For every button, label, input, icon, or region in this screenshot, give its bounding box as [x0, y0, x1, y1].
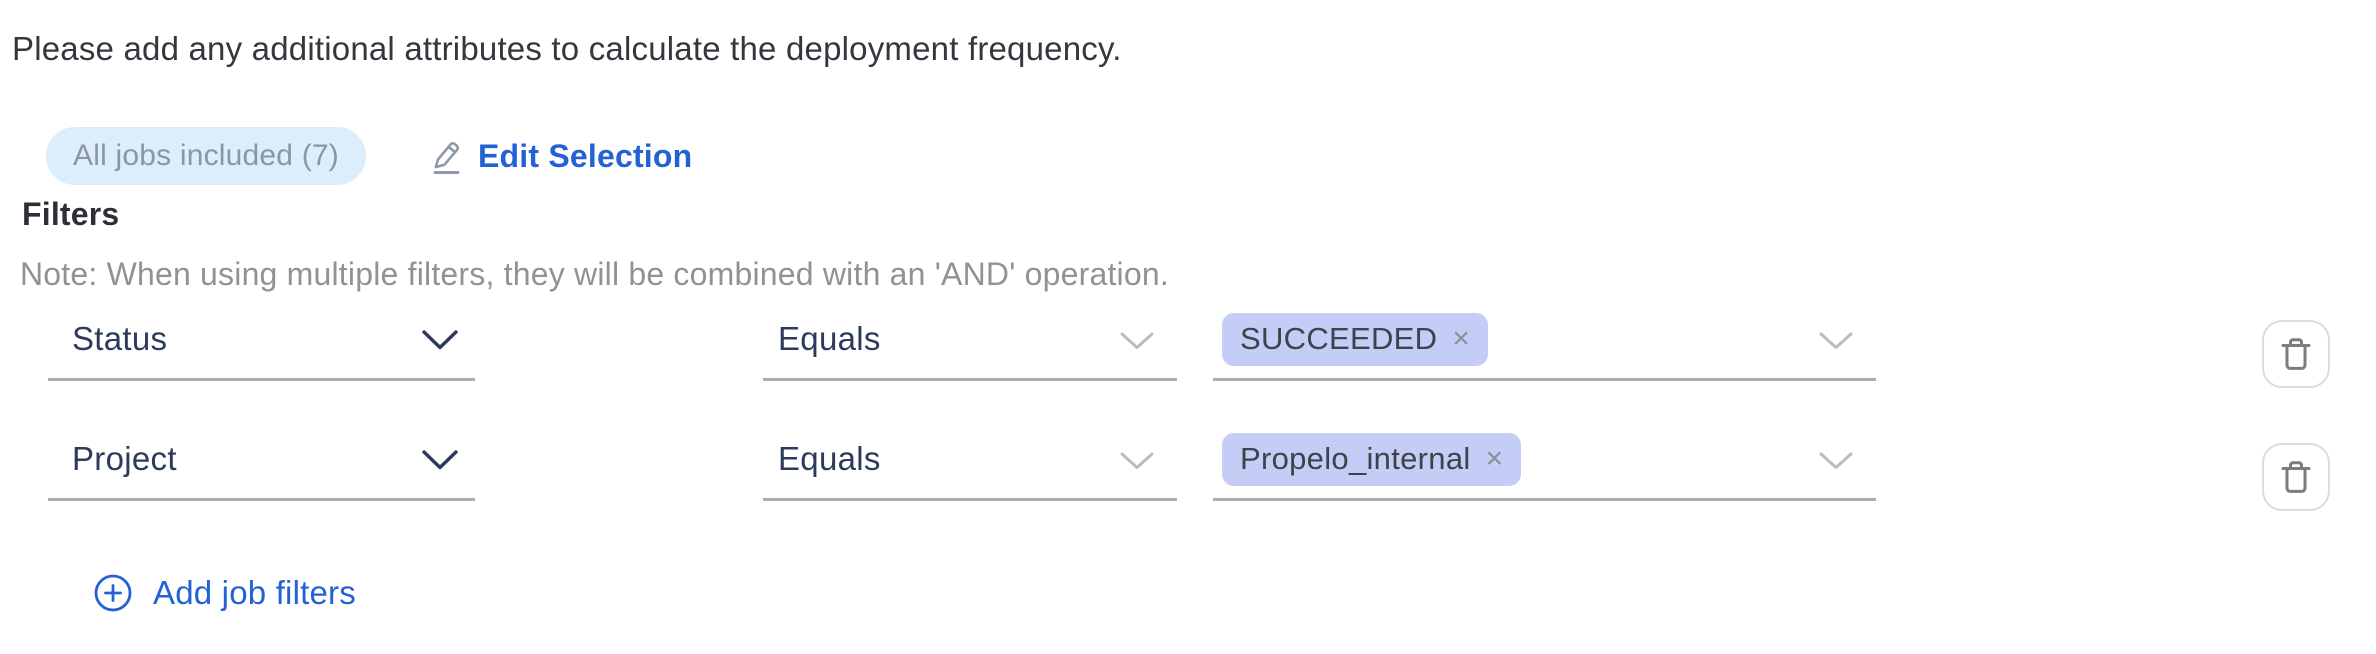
chevron-down-icon	[1818, 331, 1854, 356]
filter-row2-value-tag-label: Propelo_internal	[1240, 441, 1471, 476]
chevron-down-icon	[1119, 451, 1155, 476]
page-instruction: Please add any additional attributes to …	[12, 30, 1122, 67]
plus-circle-icon	[93, 573, 133, 613]
filter-row2-attribute-select[interactable]: Project	[48, 420, 475, 501]
edit-icon	[428, 137, 464, 175]
chevron-down-icon	[421, 449, 459, 476]
edit-selection-button[interactable]: Edit Selection	[428, 127, 692, 185]
jobs-included-badge-label: All jobs included (7)	[73, 139, 339, 172]
filter-row2-operator-value: Equals	[778, 440, 881, 477]
filter-row1-values-select[interactable]: SUCCEEDED ×	[1213, 300, 1876, 381]
remove-tag-icon[interactable]: ×	[1452, 322, 1470, 355]
chevron-down-icon	[1119, 331, 1155, 356]
chevron-down-icon	[1818, 451, 1854, 476]
filter-row1-operator-select[interactable]: Equals	[763, 300, 1177, 381]
filter-row1-value-tag: SUCCEEDED ×	[1222, 312, 1488, 366]
delete-filter-row1-button[interactable]	[2262, 320, 2330, 388]
chevron-down-icon	[421, 329, 459, 356]
add-job-filters-button[interactable]: Add job filters	[93, 570, 356, 616]
filter-row2-attribute-value: Project	[72, 440, 177, 477]
filter-row2-values-select[interactable]: Propelo_internal ×	[1213, 420, 1876, 501]
filter-row1-attribute-value: Status	[72, 320, 168, 357]
edit-selection-label: Edit Selection	[478, 137, 693, 174]
filters-title: Filters	[22, 196, 120, 232]
remove-tag-icon[interactable]: ×	[1485, 442, 1504, 475]
filter-row2-value-tag: Propelo_internal ×	[1222, 432, 1522, 486]
jobs-included-badge: All jobs included (7)	[46, 127, 366, 185]
trash-icon	[2279, 335, 2313, 373]
filter-row1-attribute-select[interactable]: Status	[48, 300, 475, 381]
filter-row1-value-tag-label: SUCCEEDED	[1240, 321, 1438, 356]
trash-icon	[2279, 458, 2313, 496]
filters-note: Note: When using multiple filters, they …	[20, 256, 1169, 292]
add-job-filters-label: Add job filters	[153, 574, 356, 611]
delete-filter-row2-button[interactable]	[2262, 443, 2330, 511]
filter-row1-operator-value: Equals	[778, 320, 881, 357]
filter-row2-operator-select[interactable]: Equals	[763, 420, 1177, 501]
